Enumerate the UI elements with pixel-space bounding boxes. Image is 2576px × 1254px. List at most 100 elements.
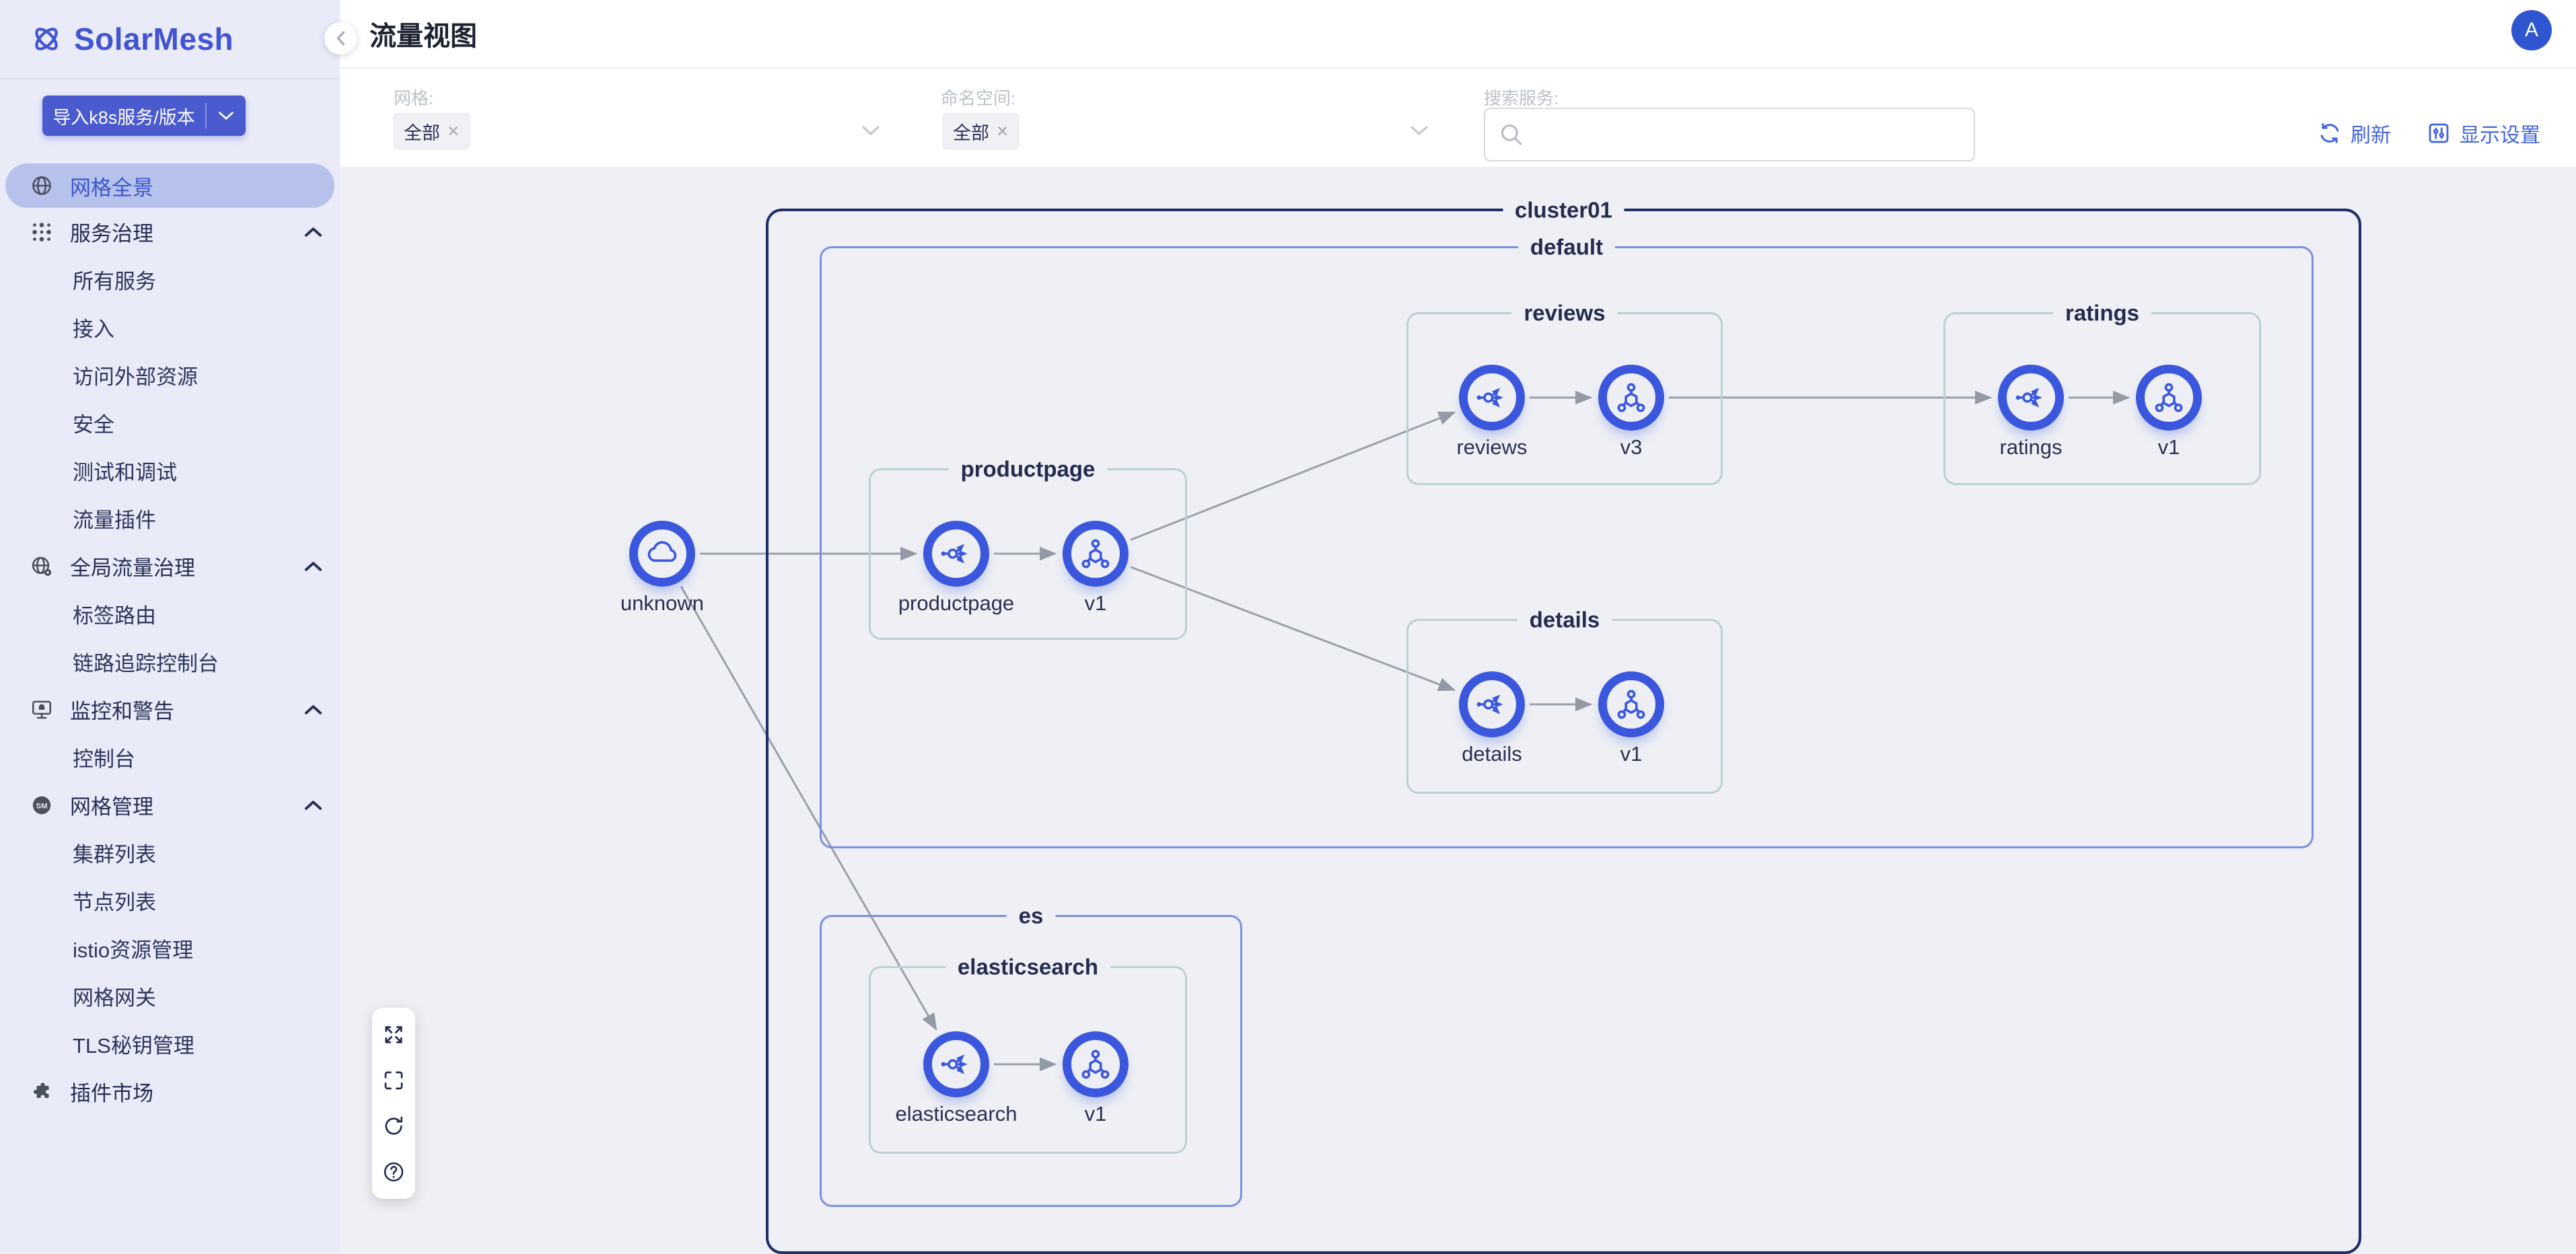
- graph-node-unknown[interactable]: [629, 521, 695, 587]
- graph-node-details[interactable]: [1459, 671, 1525, 737]
- sidebar-subitem-安全[interactable]: 安全: [0, 399, 340, 447]
- service-icon: [939, 1047, 974, 1082]
- sidebar-item-label: 网格全景: [70, 171, 153, 201]
- sidebar-item-label: 插件市场: [70, 1076, 153, 1107]
- graph-toolbar-fullscreen-button[interactable]: [372, 1058, 415, 1103]
- expand-icon: [382, 1023, 406, 1047]
- sidebar-subitem-访问外部资源[interactable]: 访问外部资源: [0, 351, 340, 399]
- graph-group-label-es: es: [1007, 903, 1056, 928]
- search-service-input[interactable]: [1532, 108, 1974, 161]
- sidebar-subitem-标签路由[interactable]: 标签路由: [0, 590, 340, 638]
- refresh-icon: [2317, 120, 2342, 146]
- namespace-filter-tag[interactable]: 全部 ✕: [943, 113, 1019, 149]
- import-k8s-label[interactable]: 导入k8s服务/版本: [42, 103, 205, 129]
- sidebar-subitem-节点列表[interactable]: 节点列表: [0, 877, 340, 924]
- page-title: 流量视图: [369, 0, 477, 67]
- graph-node-label-elasticsearch: elasticsearch: [896, 1102, 1017, 1126]
- graph-node-label-ratings: ratings: [1999, 435, 2062, 459]
- version-icon: [1078, 536, 1113, 571]
- close-icon[interactable]: ✕: [447, 122, 460, 141]
- sidebar-subitem-链路追踪控制台[interactable]: 链路追踪控制台: [0, 638, 340, 686]
- sidebar-subitem-测试和调试[interactable]: 测试和调试: [0, 447, 340, 494]
- sidebar-subitem-TLS秘钥管理[interactable]: TLS秘钥管理: [0, 1020, 340, 1068]
- chevron-left-icon: [334, 30, 347, 47]
- help-icon: [382, 1160, 406, 1184]
- graph-node-label-details-v1: v1: [1620, 742, 1643, 766]
- service-icon: [2013, 380, 2048, 415]
- monitor-bell-icon: [30, 698, 54, 722]
- graph-group-label-productpage-app: productpage: [949, 456, 1108, 482]
- version-icon: [1614, 380, 1649, 415]
- import-k8s-button[interactable]: 导入k8s服务/版本: [42, 96, 246, 136]
- sidebar-subitem-网格网关[interactable]: 网格网关: [0, 972, 340, 1020]
- chevron-up-icon[interactable]: [304, 561, 322, 572]
- chevron-up-icon[interactable]: [304, 227, 322, 237]
- version-icon: [1614, 687, 1649, 722]
- brand: SolarMesh: [0, 0, 340, 79]
- user-avatar[interactable]: A: [2511, 10, 2552, 50]
- sidebar-item-monitoring[interactable]: 监控和警告: [0, 686, 340, 733]
- graph-group-label-cluster01: cluster01: [1503, 197, 1624, 223]
- version-icon: [2151, 380, 2186, 415]
- graph-node-reviews-v3[interactable]: [1598, 365, 1664, 431]
- sidebar-item-mesh-overview[interactable]: 网格全景: [5, 163, 334, 208]
- service-icon: [1474, 687, 1509, 722]
- close-icon[interactable]: ✕: [996, 122, 1009, 141]
- puzzle-icon: [30, 1080, 54, 1104]
- graph-group-label-elasticsearch-app: elasticsearch: [945, 954, 1110, 980]
- graph-node-reviews[interactable]: [1459, 365, 1525, 431]
- graph-node-elasticsearch-v1[interactable]: [1063, 1031, 1129, 1097]
- sidebar-item-label: 服务治理: [70, 217, 153, 247]
- sidebar-item-label: 监控和警告: [70, 694, 174, 725]
- sidebar-subitem-所有服务[interactable]: 所有服务: [0, 256, 340, 303]
- sidebar-subitem-流量插件[interactable]: 流量插件: [0, 494, 340, 542]
- sidebar-subitem-集群列表[interactable]: 集群列表: [0, 829, 340, 877]
- search-box[interactable]: [1484, 108, 1975, 161]
- sidebar-subitem-接入[interactable]: 接入: [0, 303, 340, 351]
- graph-toolbar-help-button[interactable]: [372, 1149, 415, 1195]
- brand-name: SolarMesh: [74, 21, 234, 57]
- sidebar-item-label: 全局流量治理: [70, 551, 195, 581]
- refresh-button[interactable]: 刷新: [2317, 108, 2391, 159]
- graph-node-label-productpage-v1: v1: [1085, 591, 1107, 616]
- sm-badge-icon: SM: [30, 793, 54, 817]
- version-icon: [1078, 1047, 1113, 1082]
- sidebar-item-mesh-management[interactable]: SM 网格管理: [0, 781, 340, 829]
- graph-node-label-ratings-v1: v1: [2158, 435, 2180, 459]
- sidebar-item-service-governance[interactable]: 服务治理: [0, 208, 340, 256]
- graph-node-label-productpage: productpage: [898, 591, 1014, 616]
- graph-node-label-reviews: reviews: [1456, 435, 1527, 459]
- mesh-filter-value: 全部: [404, 118, 440, 145]
- graph-node-details-v1[interactable]: [1598, 671, 1664, 737]
- sidebar: SolarMesh 导入k8s服务/版本 网格全景服务治理所有服务接入访问外部资…: [0, 0, 340, 1253]
- graph-node-productpage-v1[interactable]: [1063, 521, 1129, 587]
- sidebar-subitem-控制台[interactable]: 控制台: [0, 733, 340, 781]
- graph-node-ratings-v1[interactable]: [2136, 365, 2202, 431]
- sidebar-item-plugin-market[interactable]: 插件市场: [0, 1068, 340, 1115]
- graph-toolbar-reload-button[interactable]: [372, 1103, 415, 1149]
- graph-toolbar-expand-button[interactable]: [372, 1012, 415, 1058]
- chevron-down-icon[interactable]: [861, 125, 880, 136]
- sidebar-item-label: 网格管理: [70, 790, 153, 820]
- graph-group-details-app: details: [1406, 619, 1723, 794]
- sidebar-collapse-button[interactable]: [324, 22, 357, 54]
- chevron-down-icon[interactable]: [1410, 125, 1429, 136]
- namespace-filter-label: 命名空间:: [941, 85, 1015, 110]
- graph-group-label-default: default: [1518, 234, 1615, 260]
- import-dropdown-caret[interactable]: [205, 103, 246, 128]
- display-settings-label: 显示设置: [2460, 118, 2540, 148]
- topbar: 流量视图 A: [340, 0, 2576, 69]
- mesh-filter-tag[interactable]: 全部 ✕: [394, 113, 470, 149]
- chevron-up-icon[interactable]: [304, 800, 322, 811]
- sidebar-item-global-traffic[interactable]: 全局流量治理: [0, 542, 340, 590]
- graph-node-productpage[interactable]: [923, 521, 989, 587]
- graph-node-elasticsearch[interactable]: [923, 1031, 989, 1097]
- display-settings-button[interactable]: 显示设置: [2426, 108, 2540, 159]
- graph-node-ratings[interactable]: [1998, 365, 2064, 431]
- graph-group-ratings-app: ratings: [1943, 312, 2261, 485]
- chevron-up-icon[interactable]: [304, 704, 322, 715]
- reload-icon: [382, 1114, 406, 1138]
- sidebar-subitem-istio资源管理[interactable]: istio资源管理: [0, 924, 340, 972]
- globe-gear-icon: [30, 554, 54, 579]
- atom-icon: [30, 22, 63, 56]
